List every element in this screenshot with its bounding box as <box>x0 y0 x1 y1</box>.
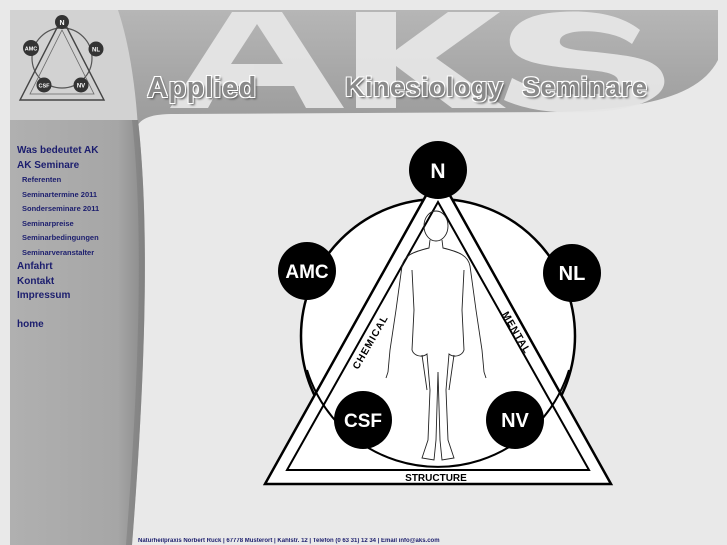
nav-sonderseminare[interactable]: Sonderseminare 2011 <box>22 204 100 213</box>
nav-kontakt[interactable]: Kontakt <box>17 275 55 287</box>
logo-node-csf: CSF <box>36 77 52 93</box>
footer-contact: Naturheilpraxis Norbert Ruck | 67778 Mus… <box>138 538 440 544</box>
svg-text:NV: NV <box>501 410 529 432</box>
diagram-inner-arc <box>306 369 570 468</box>
human-figure-illustration <box>385 210 487 461</box>
svg-text:NL: NL <box>559 263 586 285</box>
nav-home[interactable]: home <box>17 319 44 330</box>
node-nv: NV <box>486 391 544 449</box>
tagline-applied: Applied <box>147 72 257 104</box>
node-nl: NL <box>543 244 601 302</box>
logo-node-n: N <box>55 15 69 29</box>
nav-was-bedeutet-ak[interactable]: Was bedeutet AK <box>17 145 99 156</box>
diagram-inner-triangle <box>285 199 591 471</box>
nav-seminartermine[interactable]: Seminartermine 2011 <box>22 189 98 199</box>
logo-node-nv: NV <box>73 77 89 93</box>
svg-text:NL: NL <box>92 48 100 54</box>
logo-node-nl: NL <box>88 41 104 57</box>
logo-node-amc: AMC <box>23 40 39 56</box>
svg-text:NV: NV <box>77 84 85 90</box>
svg-text:AMC: AMC <box>285 262 329 283</box>
label-structure: STRUCTURE <box>405 473 467 484</box>
svg-text:N: N <box>430 160 445 183</box>
site-logo: N AMC NL CSF NV <box>18 15 106 101</box>
nav-seminarpreise[interactable]: Seminarpreise <box>22 218 74 228</box>
header-banner <box>0 0 727 140</box>
svg-text:AMC: AMC <box>25 47 38 53</box>
nav-seminarveranstalter[interactable]: Seminarveranstalter <box>22 247 95 257</box>
ak-triad-diagram: CHEMICAL MENTAL STRUCTURE N AMC NL CSF N… <box>262 141 614 486</box>
svg-text:CSF: CSF <box>39 84 51 90</box>
sidebar-background <box>10 120 145 545</box>
nav-spacer <box>17 304 142 319</box>
node-amc: AMC <box>278 242 336 300</box>
nav-impressum[interactable]: Impressum <box>17 290 71 301</box>
tagline-kinesiology: Kinesiology <box>345 72 504 102</box>
nav-ak-seminare[interactable]: AK Seminare <box>17 159 80 171</box>
node-n: N <box>409 141 467 199</box>
svg-text:N: N <box>59 20 64 27</box>
nav-referenten[interactable]: Referenten <box>22 175 62 184</box>
tagline-seminare: Seminare <box>522 72 648 102</box>
nav-seminarbedingungen[interactable]: Seminarbedingungen <box>22 233 99 242</box>
svg-text:CSF: CSF <box>344 411 382 432</box>
node-csf: CSF <box>334 391 392 449</box>
nav-anfahrt[interactable]: Anfahrt <box>17 261 53 272</box>
header-big-letters <box>170 11 665 113</box>
sidebar-nav: Was bedeutet AK AK Seminare Referenten S… <box>17 144 142 333</box>
